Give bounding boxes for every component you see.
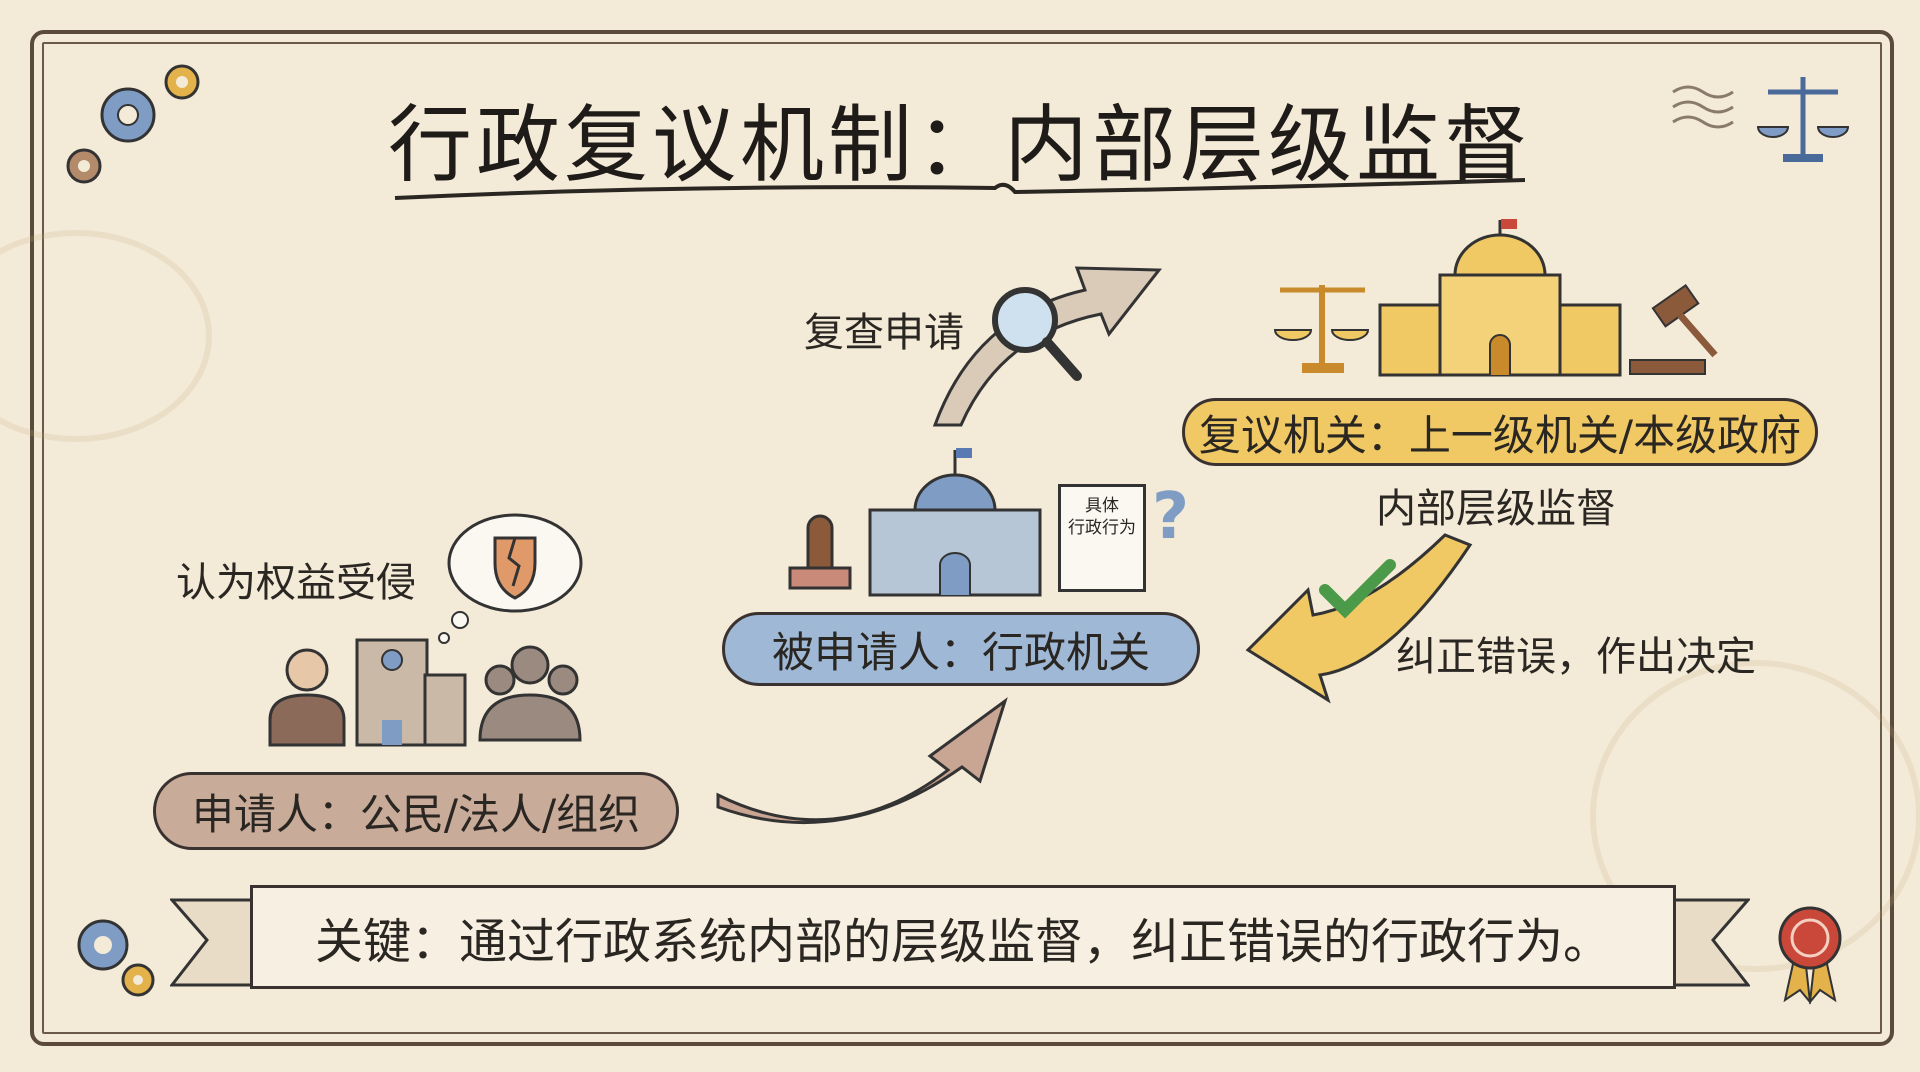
review-body-illustration <box>1273 219 1718 377</box>
review-body-pill: 复议机关：上一级机关/本级政府 <box>1182 398 1818 466</box>
thought-cloud-broken-shield-icon <box>438 513 583 644</box>
government-building-icon <box>868 448 1042 597</box>
government-building-icon <box>1378 219 1622 377</box>
arrow-applicant-to-respondent <box>716 697 1008 825</box>
decision-label: 纠正错误，作出决定 <box>1396 634 1756 680</box>
respondent-illustration <box>788 448 1042 597</box>
respondent-pill: 被申请人：行政机关 <box>722 612 1200 686</box>
document-text: 具体 <box>1085 496 1119 516</box>
coffee-stain <box>1590 660 1920 972</box>
gears-icon <box>66 64 200 184</box>
organization-building-icon <box>355 638 467 747</box>
stamp-icon <box>788 514 852 590</box>
scales-icon <box>1273 285 1370 373</box>
applicant-pill: 申请人：公民/法人/组织 <box>153 772 679 850</box>
scales-of-justice-icon <box>1672 77 1850 162</box>
title-underline <box>394 178 1526 200</box>
page-title: 行政复议机制：内部层级监督 <box>387 96 1532 194</box>
banner-text: 关键：通过行政系统内部的层级监督，纠正错误的行政行为。 <box>314 914 1611 970</box>
check-mark-icon <box>1319 559 1396 619</box>
review-body-subtitle: 内部层级监督 <box>1376 486 1616 532</box>
seal-ribbon-icon <box>1778 906 1842 1005</box>
review-request-label: 复查申请 <box>804 310 964 356</box>
group-icon <box>478 645 582 742</box>
citizen-icon <box>268 648 346 747</box>
applicant-illustration <box>268 638 582 747</box>
administrative-act-document-icon: 具体 行政行为 <box>1058 484 1146 592</box>
question-mark-icon: ? <box>1152 480 1190 554</box>
arrow-review-to-respondent <box>1245 533 1473 704</box>
magnifier-icon <box>992 287 1082 381</box>
applicant-thought-label: 认为权益受侵 <box>176 560 416 606</box>
gears-icon <box>77 919 155 997</box>
gavel-icon <box>1629 283 1718 375</box>
decorative-frame <box>30 30 1894 1046</box>
key-point-banner: 关键：通过行政系统内部的层级监督，纠正错误的行政行为。 <box>250 885 1676 989</box>
arrow-respondent-to-review <box>932 266 1163 427</box>
document-text: 行政行为 <box>1068 518 1136 538</box>
coffee-stain <box>0 230 212 442</box>
